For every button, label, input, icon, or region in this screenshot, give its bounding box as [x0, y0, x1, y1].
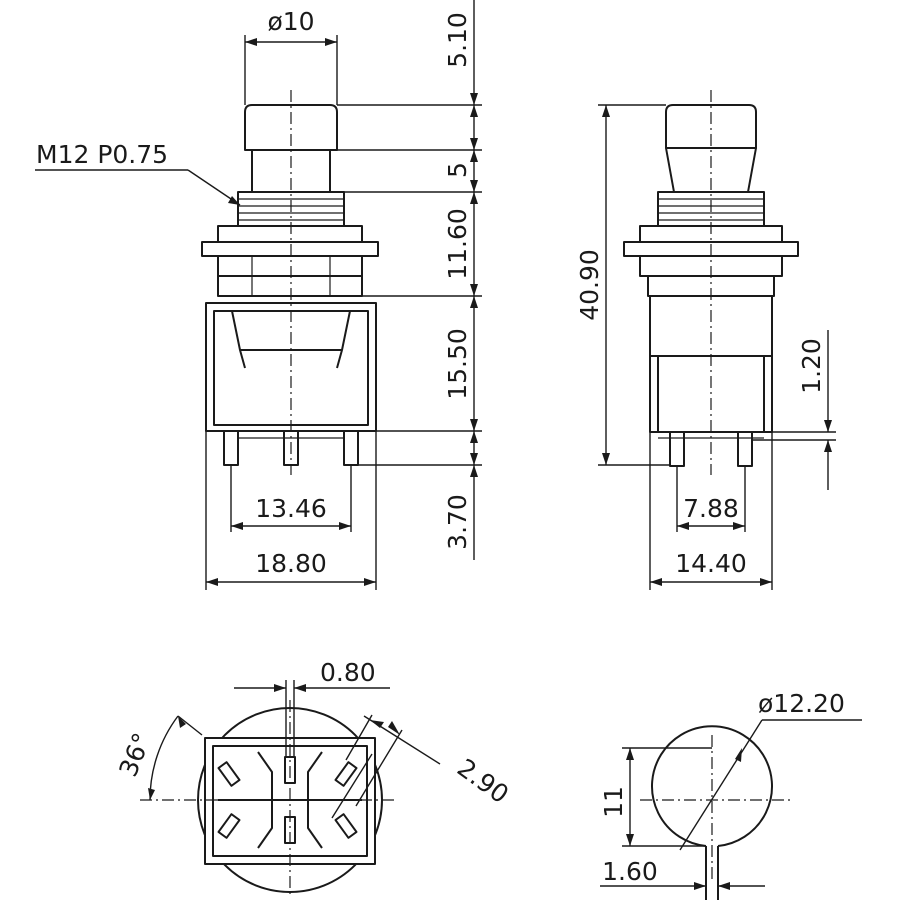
dim-button-height-label: 5.10: [443, 12, 472, 68]
dim-panel-hole-diameter-label: ø12.20: [758, 689, 845, 718]
dim-slot-width-label: 0.80: [320, 658, 376, 687]
dim-panel-hole-diameter: ø12.20: [679, 689, 862, 851]
dim-panel-hole-flat-label: 11: [599, 786, 628, 818]
side-view: [623, 90, 799, 475]
dim-terminal-pitch-side: 7.88: [676, 466, 746, 532]
dim-terminal-pitch-front-label: 13.46: [255, 494, 327, 523]
dim-terminal-thickness: 1.20: [752, 330, 836, 490]
dim-stem-height-label: 5: [443, 162, 472, 178]
side-terminals: [658, 431, 764, 467]
dim-key-width: 1.60: [600, 857, 765, 890]
dim-key-width-label: 1.60: [602, 857, 658, 886]
front-upper-nut: [217, 225, 363, 243]
dim-overall-height: 40.90: [575, 104, 670, 466]
dim-button-diameter-label: ø10: [267, 7, 314, 36]
dim-overall-height-label: 40.90: [575, 249, 604, 321]
dim-terminal-width-label: 2.90: [452, 753, 514, 809]
front-housing: [205, 302, 377, 432]
thread-spec-label: M12 P0.75: [36, 140, 168, 169]
dim-body-height-label: 15.50: [443, 328, 472, 400]
thread-callout: M12 P0.75: [35, 140, 241, 206]
dim-body-width-side: 14.40: [649, 432, 773, 590]
bottom-view: [140, 700, 395, 895]
dim-bushing-height-label: 11.60: [443, 208, 472, 280]
dim-body-width-side-label: 14.40: [675, 549, 747, 578]
panel-hole-outline: [651, 725, 773, 847]
dim-slot-width: 0.80: [234, 658, 390, 757]
front-vertical-dims: 5.10 5 11.60 15.50 3.70: [330, 0, 482, 560]
dim-terminal-pitch-side-label: 7.88: [683, 494, 739, 523]
dim-panel-hole-flat: 11: [599, 747, 712, 847]
dim-body-width-front: 18.80: [205, 431, 377, 590]
dim-terminal-angle-label: 36°: [113, 729, 156, 781]
front-lower-nut: [217, 255, 363, 277]
dim-terminal-thickness-label: 1.20: [797, 338, 826, 394]
front-button-cap: [244, 104, 338, 151]
dim-terminal-angle: 36°: [113, 715, 203, 801]
side-button-cap: [665, 104, 757, 149]
panel-cutout: [640, 725, 790, 900]
dim-button-diameter: ø10: [244, 7, 338, 105]
front-washer: [201, 241, 379, 257]
dim-terminal-pitch-front: 13.46: [230, 465, 352, 532]
front-lock-nut: [217, 275, 363, 297]
front-view: [201, 90, 379, 475]
dim-terminal-length-label: 3.70: [443, 494, 472, 550]
dim-body-width-front-label: 18.80: [255, 549, 327, 578]
bottom-view-terminals: [217, 756, 358, 844]
